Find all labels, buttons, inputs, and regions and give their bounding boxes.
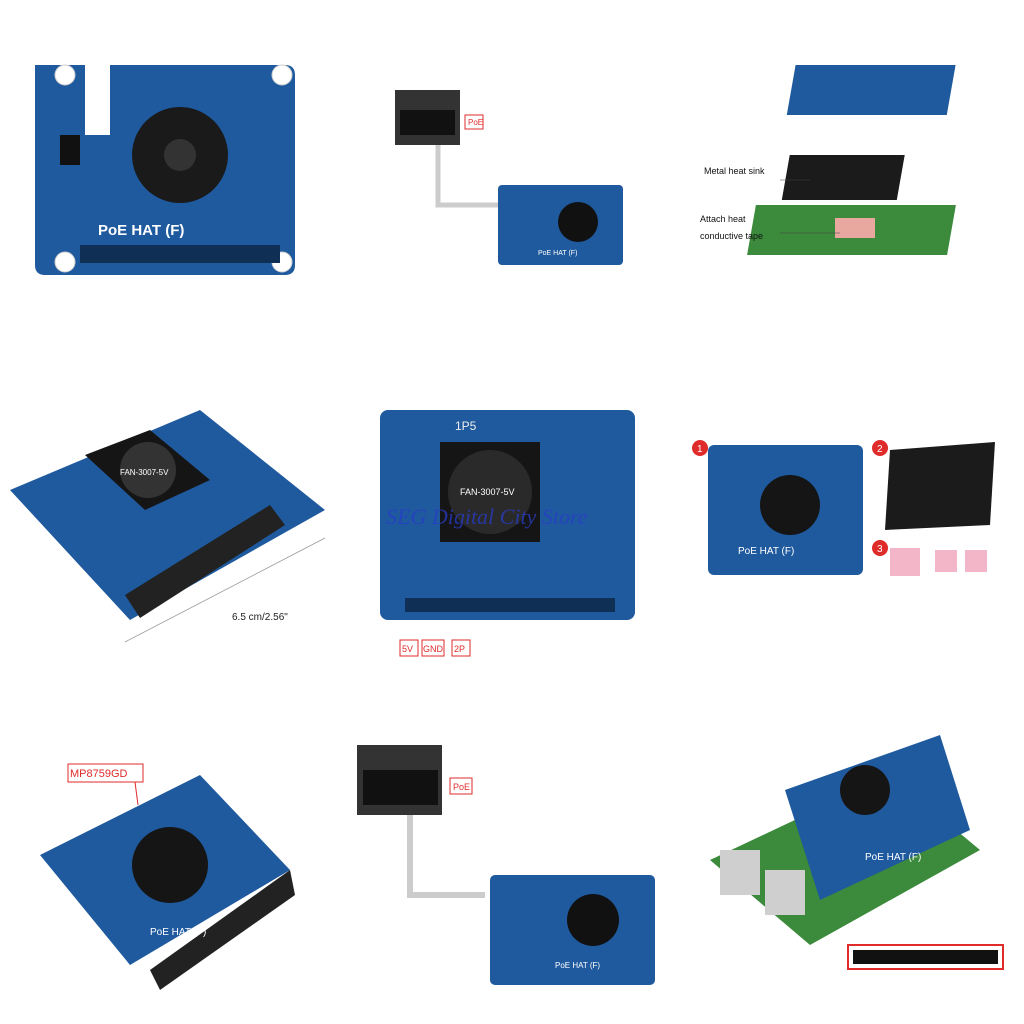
tape-label-line2: conductive tape [700,231,763,241]
board-top-view-image: PoE HAT (F) [20,40,340,340]
switch-connection-image: PoE PoE HAT (F) [360,40,680,340]
board-label: PoE HAT (F) [538,250,577,257]
exploded-view-image: Metal heat sink Attach heat conductive t… [690,40,1010,340]
heatsink-label: Metal heat sink [704,166,765,176]
pin-5v-label: 5V [402,644,413,654]
fan-label: FAN-3007-5V [460,487,515,497]
tape-label-line1: Attach heat [700,214,746,224]
fan-label: FAN-3007-5V [120,468,169,477]
board-label: PoE HAT (F) [98,222,184,239]
board-dimension-image: FAN-3007-5V 6.5 cm/2.56" [0,370,326,670]
chip-callout-image: MP8759GD PoE HAT (F) [20,720,340,1020]
board-label: PoE HAT (F) [865,852,921,863]
poe-tag: PoE [468,118,483,127]
pin-gnd-label: GND [423,644,444,654]
switch-connection-image-2: PoE PoE HAT (F) [345,720,665,1020]
dimension-label: 6.5 cm/2.56" [232,612,288,623]
board-label: PoE HAT (F) [150,927,206,938]
item-1-label: 1 [697,444,703,455]
mounted-on-pi-image: PoE HAT (F) [690,720,1010,1020]
watermark-text: SEG Digital City Store [386,504,588,529]
fan-pinout-image: FAN-3007-5V 1P5 5V GND 2P [360,370,680,670]
board-label: PoE HAT (F) [738,546,794,557]
package-contents-image: 1 PoE HAT (F) 2 3 [690,370,1010,670]
poe-tag: PoE [453,782,470,792]
inductor-label: 1P5 [455,419,477,433]
item-2-label: 2 [877,444,883,455]
chip-label: MP8759GD [70,768,128,780]
board-label: PoE HAT (F) [555,961,600,970]
pin-2p-label: 2P [454,644,465,654]
item-3-label: 3 [877,544,883,555]
